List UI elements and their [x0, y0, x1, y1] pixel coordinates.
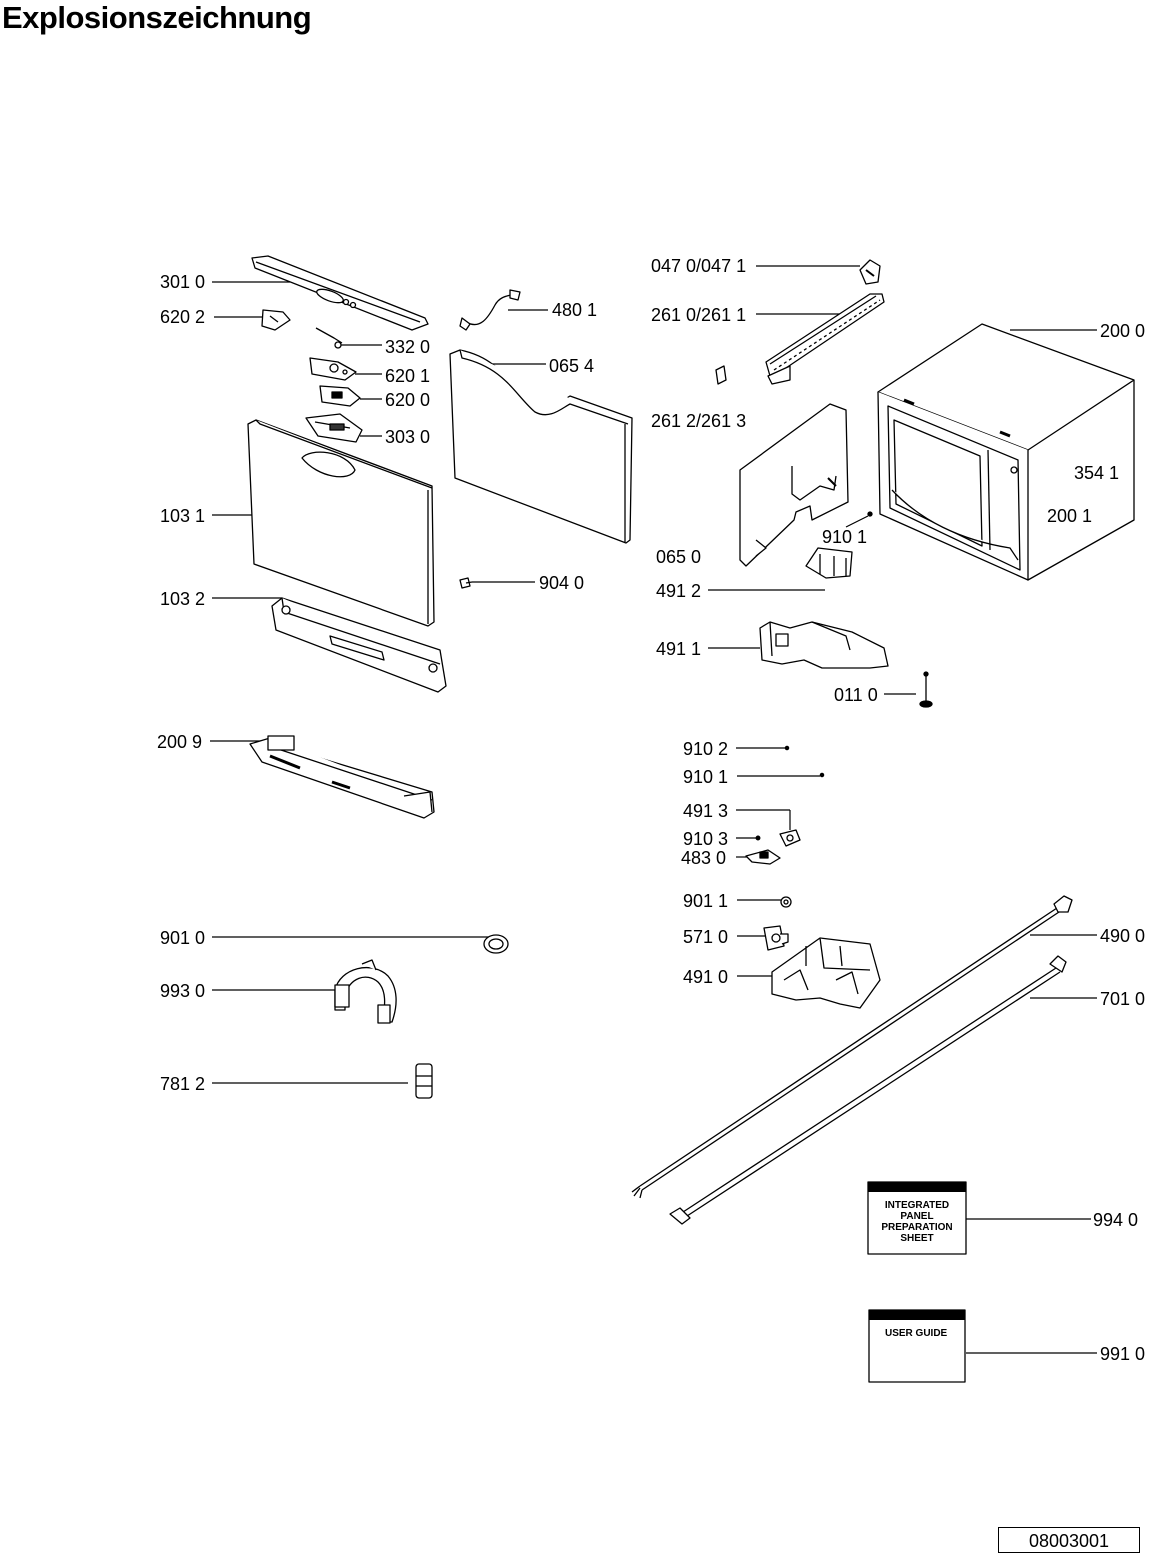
switch-332-0	[315, 327, 343, 349]
kickplate-103-2	[271, 597, 447, 693]
bracket-491-2	[805, 547, 853, 579]
user-guide: USER GUIDE	[869, 1310, 965, 1382]
connector-781-2	[415, 1063, 433, 1099]
label-261: 261 0/261 1	[651, 305, 747, 325]
doc-header-bar	[869, 1310, 965, 1320]
board-620-0	[319, 385, 361, 407]
label-103-2: 103 2	[160, 589, 206, 609]
screw-910-1b	[819, 772, 825, 778]
page-title: Explosionszeichnung	[2, 0, 312, 35]
frame-491-0	[771, 937, 881, 1009]
screw-910-3	[755, 835, 761, 841]
label-047: 047 0/047 1	[651, 256, 747, 276]
label-910-1b: 910 1	[683, 767, 729, 787]
label-781-2: 781 2	[160, 1074, 206, 1094]
cable-480-1	[459, 289, 521, 331]
clamp-901-1	[780, 896, 792, 908]
door-panel-103-1	[247, 419, 435, 627]
label-993-0: 993 0	[160, 981, 206, 1001]
user-guide-title: USER GUIDE	[885, 1328, 948, 1339]
screw-910-2	[784, 745, 790, 751]
panel-preparation-sheet: INTEGRATED PANEL PREPARATION SHEET	[868, 1182, 966, 1254]
label-994-0: 994 0	[1093, 1210, 1139, 1230]
label-490-0: 490 0	[1100, 926, 1146, 946]
label-491-3: 491 3	[683, 801, 729, 821]
bracket-620-2	[261, 309, 291, 331]
label-910-3: 910 3	[683, 829, 729, 849]
hose-701-0	[669, 955, 1067, 1225]
label-483-0: 483 0	[681, 848, 727, 868]
doc-header-bar	[868, 1182, 966, 1192]
label-904-0: 904 0	[539, 573, 585, 593]
label-620-0: 620 0	[385, 390, 431, 410]
document-number: 08003001	[998, 1527, 1140, 1553]
label-354-1: 354 1	[1074, 463, 1120, 483]
label-480-1: 480 1	[552, 300, 598, 320]
label-620-1: 620 1	[385, 366, 431, 386]
label-065-0: 065 0	[656, 547, 702, 567]
screw-910-1a	[867, 511, 873, 517]
inner-panel-065-4	[449, 349, 633, 544]
housing-303-0	[305, 413, 363, 443]
label-620-2: 620 2	[160, 307, 206, 327]
rail-261	[765, 293, 885, 385]
valve-571-0	[763, 925, 789, 951]
board-620-1	[309, 357, 357, 381]
insulation-065-0	[739, 403, 849, 567]
base-200-9	[249, 735, 435, 819]
label-011-0: 011 0	[834, 685, 878, 705]
label-065-4: 065 4	[549, 356, 595, 376]
label-491-1: 491 1	[656, 639, 702, 659]
label-200-1: 200 1	[1047, 506, 1093, 526]
label-910-2: 910 2	[683, 739, 729, 759]
label-103-1: 103 1	[160, 506, 206, 526]
hose-clamp-901-0	[483, 934, 509, 954]
label-200-0: 200 0	[1100, 321, 1146, 341]
label-901-1: 901 1	[683, 891, 729, 911]
label-910-1a: 910 1	[822, 527, 868, 547]
label-332-0: 332 0	[385, 337, 431, 357]
lock-assembly-491-1	[759, 621, 889, 669]
hinge-047	[859, 259, 881, 285]
label-261-2: 261 2/261 3	[651, 411, 747, 431]
label-303-0: 303 0	[385, 427, 431, 447]
power-cord-490-0	[631, 895, 1073, 1199]
label-991-0: 991 0	[1100, 1344, 1146, 1364]
control-panel-301-0	[251, 255, 429, 331]
clip-261-2	[715, 365, 727, 385]
screw-904-0	[459, 577, 473, 589]
pin-011-0	[919, 671, 933, 708]
label-571-0: 571 0	[683, 927, 729, 947]
label-491-0: 491 0	[683, 967, 729, 987]
label-200-9: 200 9	[157, 732, 203, 752]
label-701-0: 701 0	[1100, 989, 1146, 1009]
panel-preparation-sheet-title: INTEGRATED PANEL PREPARATION SHEET	[881, 1200, 953, 1244]
part-491-3	[779, 829, 801, 847]
hose-bracket-993-0	[334, 959, 397, 1024]
cabinet-200-0	[877, 323, 1135, 581]
part-483-0	[745, 849, 781, 865]
label-301-0: 301 0	[160, 272, 206, 292]
label-491-2: 491 2	[656, 581, 702, 601]
label-901-0: 901 0	[160, 928, 206, 948]
